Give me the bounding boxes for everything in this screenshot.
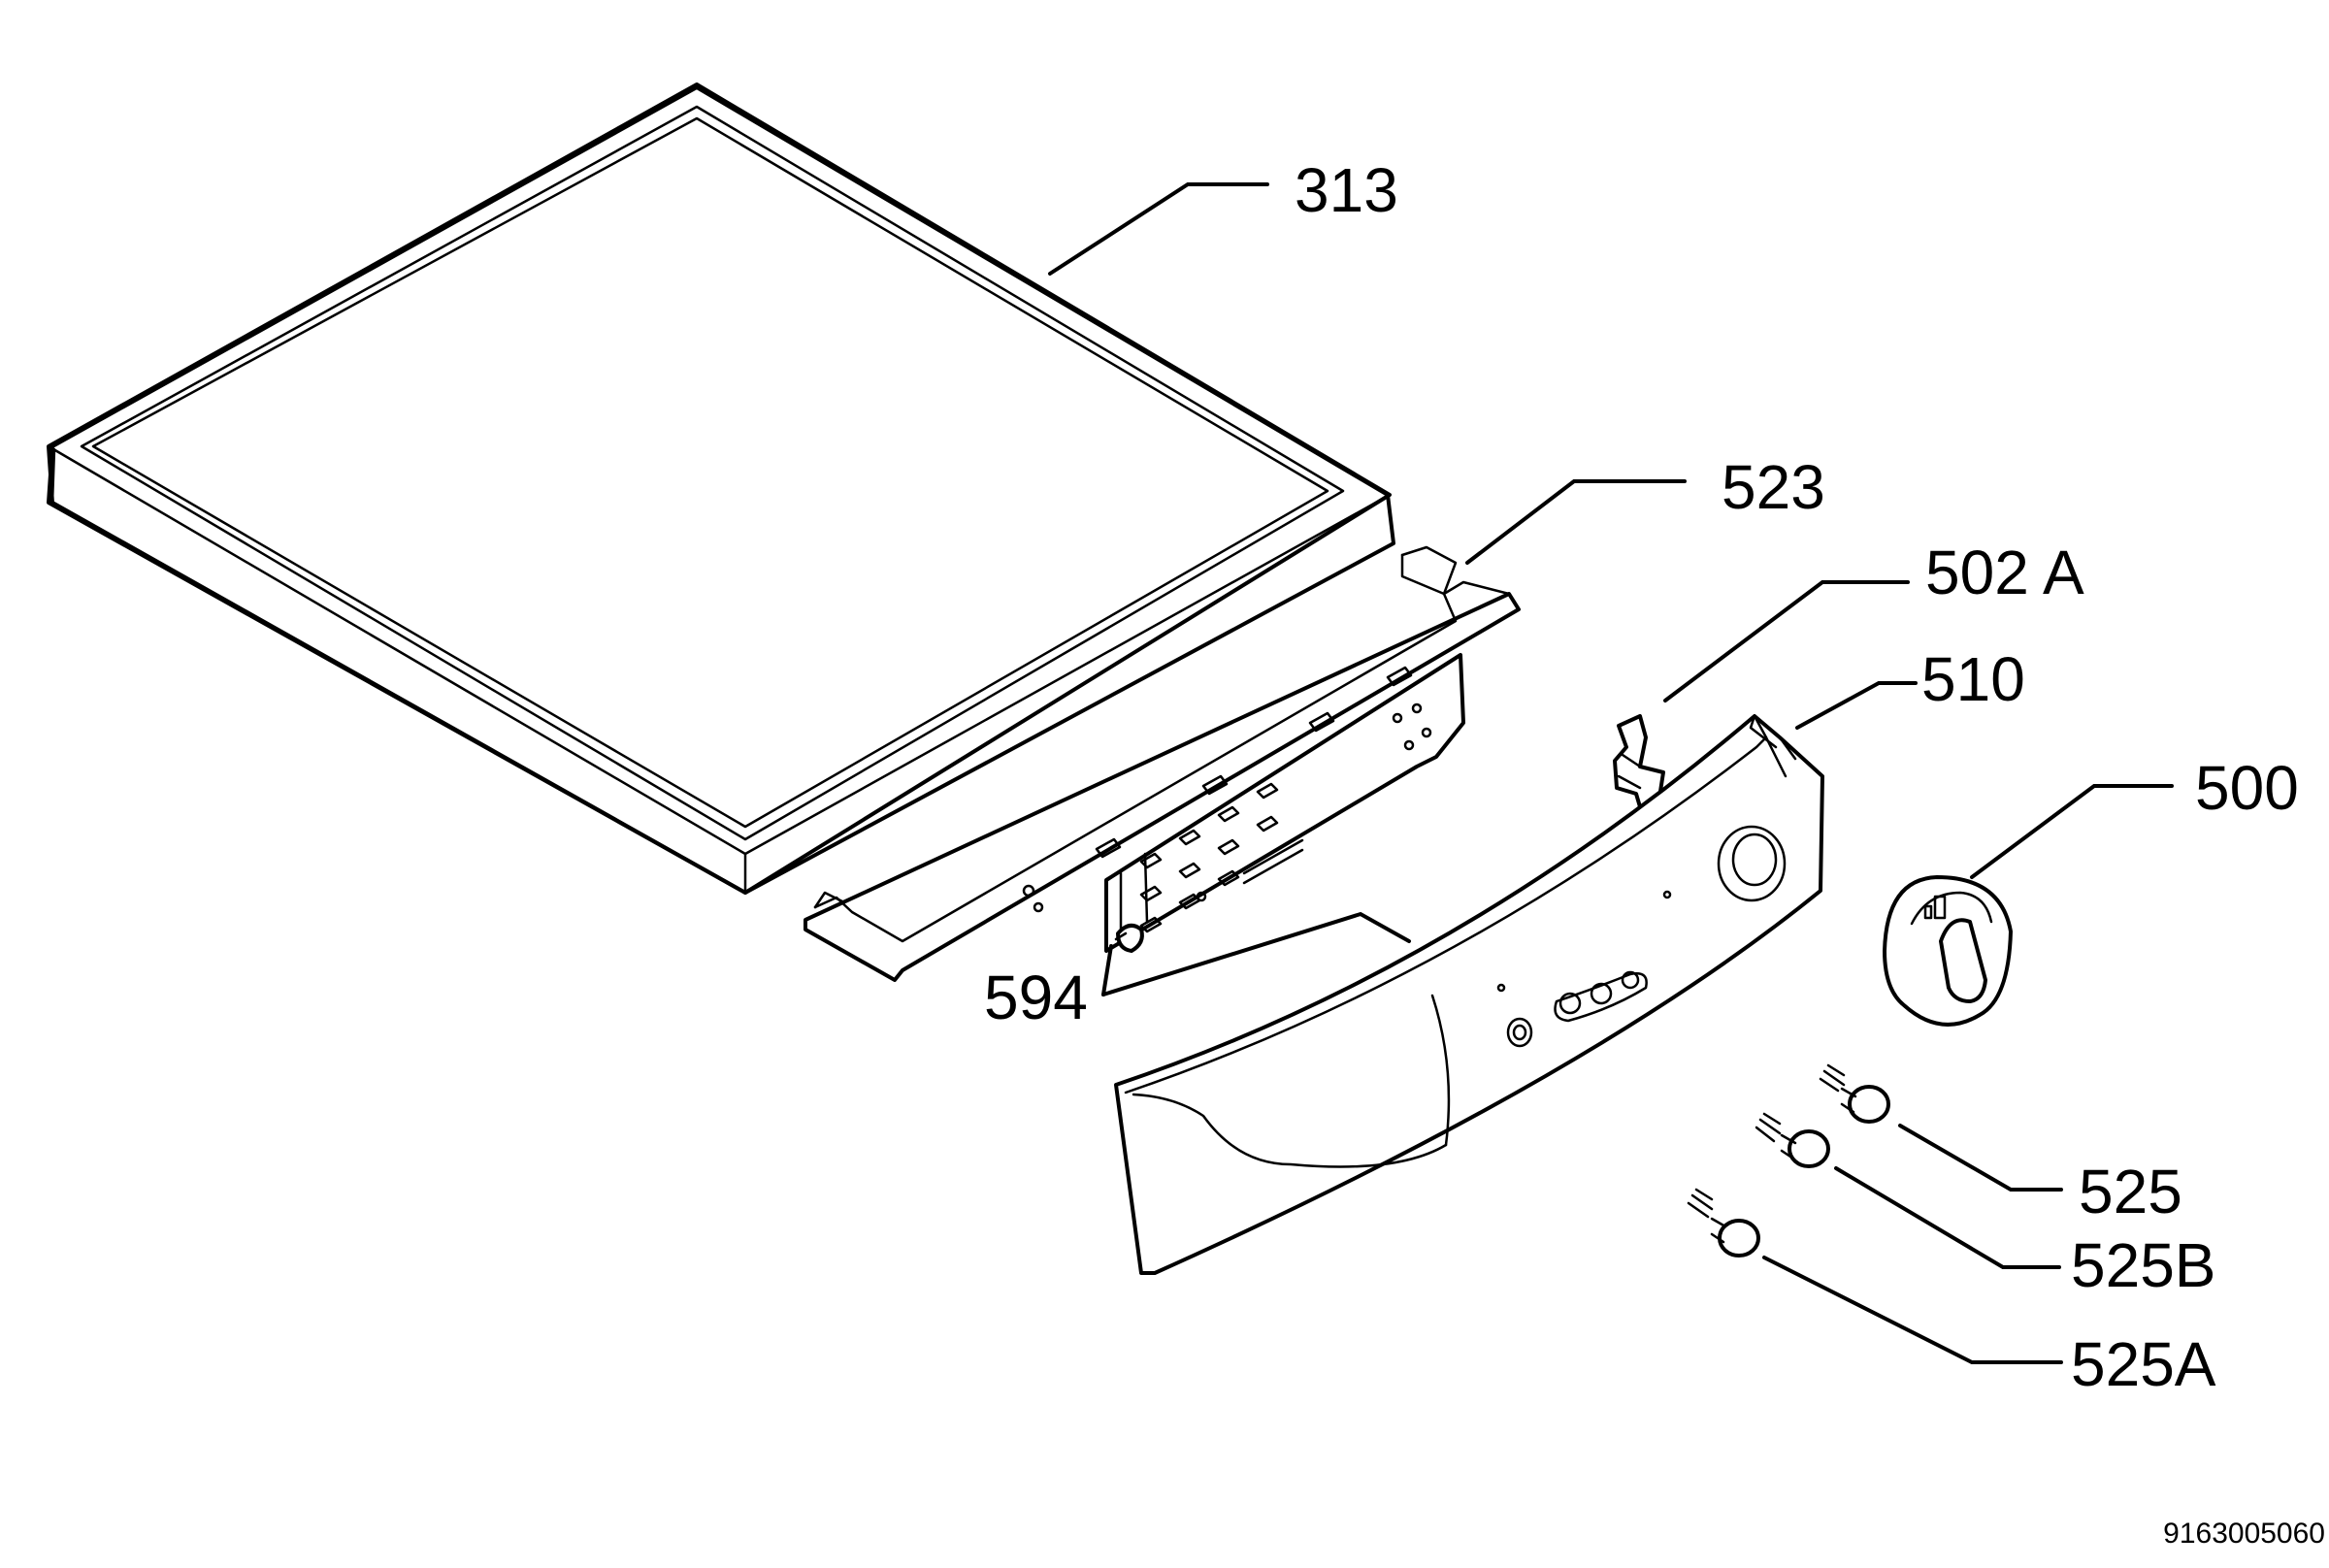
part-594-clip	[1114, 923, 1144, 953]
callout-500: 500	[2195, 753, 2299, 823]
callout-510: 510	[1921, 644, 2025, 714]
callout-502A: 502 A	[1925, 538, 2084, 607]
document-number: 9163005060	[2163, 1518, 2325, 1550]
callout-594: 594	[984, 963, 1088, 1032]
part-525A-button	[1687, 1188, 1760, 1258]
frame-slots	[1022, 702, 1432, 933]
leader-lines	[1048, 182, 2174, 1364]
part-500-knob	[1883, 875, 2013, 1027]
part-525B-button	[1755, 1112, 1830, 1168]
part-510-control-panel	[1114, 714, 1824, 1275]
part-313-top-lid	[47, 82, 1395, 895]
callout-labels: 313 523 502 A 510 500 594 525 525B 525A	[984, 155, 2299, 1399]
callout-525A: 525A	[2071, 1329, 2216, 1399]
callout-313: 313	[1295, 155, 1398, 225]
callout-523: 523	[1722, 452, 1825, 522]
part-523-frame-bracket	[804, 545, 1521, 982]
callout-525B: 525B	[2071, 1230, 2215, 1300]
callout-525: 525	[2079, 1157, 2182, 1226]
part-525-button	[1819, 1063, 1890, 1124]
